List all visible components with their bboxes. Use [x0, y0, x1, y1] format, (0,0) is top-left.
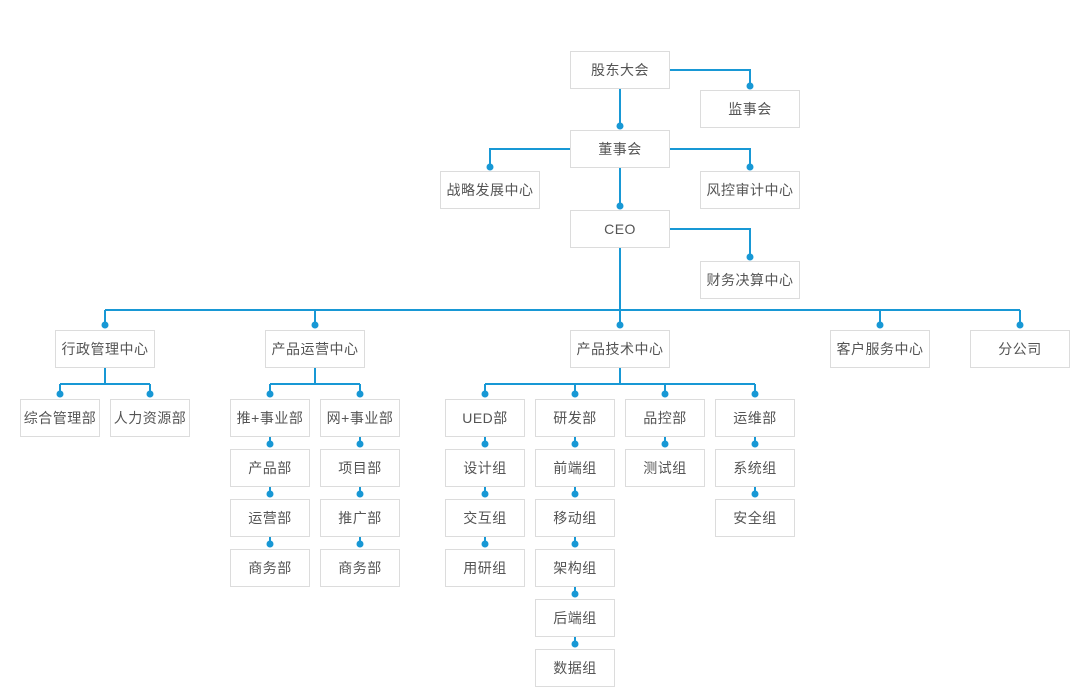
org-node-testing-team: 测试组 [625, 449, 705, 487]
org-node-general-mgmt-dept: 综合管理部 [20, 399, 100, 437]
org-node-data-team: 数据组 [535, 649, 615, 687]
org-node-admin-center: 行政管理中心 [55, 330, 155, 368]
org-node-product-tech-center: 产品技术中心 [570, 330, 670, 368]
org-node-system-team: 系统组 [715, 449, 795, 487]
org-node-business-dept-wang: 商务部 [320, 549, 400, 587]
org-node-user-research-team: 用研组 [445, 549, 525, 587]
org-node-backend-team: 后端组 [535, 599, 615, 637]
org-node-mobile-team: 移动组 [535, 499, 615, 537]
org-node-architecture-team: 架构组 [535, 549, 615, 587]
org-node-ued-dept: UED部 [445, 399, 525, 437]
org-node-promotion-dept: 推广部 [320, 499, 400, 537]
org-node-design-team: 设计组 [445, 449, 525, 487]
org-node-shareholders: 股东大会 [570, 51, 670, 89]
org-node-tui-division: 推+事业部 [230, 399, 310, 437]
org-node-project-dept: 项目部 [320, 449, 400, 487]
org-node-frontend-team: 前端组 [535, 449, 615, 487]
org-node-ceo: CEO [570, 210, 670, 248]
org-node-hr-dept: 人力资源部 [110, 399, 190, 437]
org-node-branch-company: 分公司 [970, 330, 1070, 368]
org-node-qc-dept: 品控部 [625, 399, 705, 437]
org-node-risk-audit-center: 风控审计中心 [700, 171, 800, 209]
org-node-business-dept-tui: 商务部 [230, 549, 310, 587]
connector-dots [56, 82, 1024, 648]
org-node-supervisory-board: 监事会 [700, 90, 800, 128]
org-node-board-of-directors: 董事会 [570, 130, 670, 168]
org-node-product-dept: 产品部 [230, 449, 310, 487]
org-node-security-team: 安全组 [715, 499, 795, 537]
org-node-operations-dept: 运营部 [230, 499, 310, 537]
org-node-finance-center: 财务决算中心 [700, 261, 800, 299]
org-node-customer-service-center: 客户服务中心 [830, 330, 930, 368]
org-node-devops-dept: 运维部 [715, 399, 795, 437]
org-node-interaction-team: 交互组 [445, 499, 525, 537]
org-node-strategy-center: 战略发展中心 [440, 171, 540, 209]
org-node-wang-division: 网+事业部 [320, 399, 400, 437]
org-node-rnd-dept: 研发部 [535, 399, 615, 437]
org-node-product-ops-center: 产品运营中心 [265, 330, 365, 368]
